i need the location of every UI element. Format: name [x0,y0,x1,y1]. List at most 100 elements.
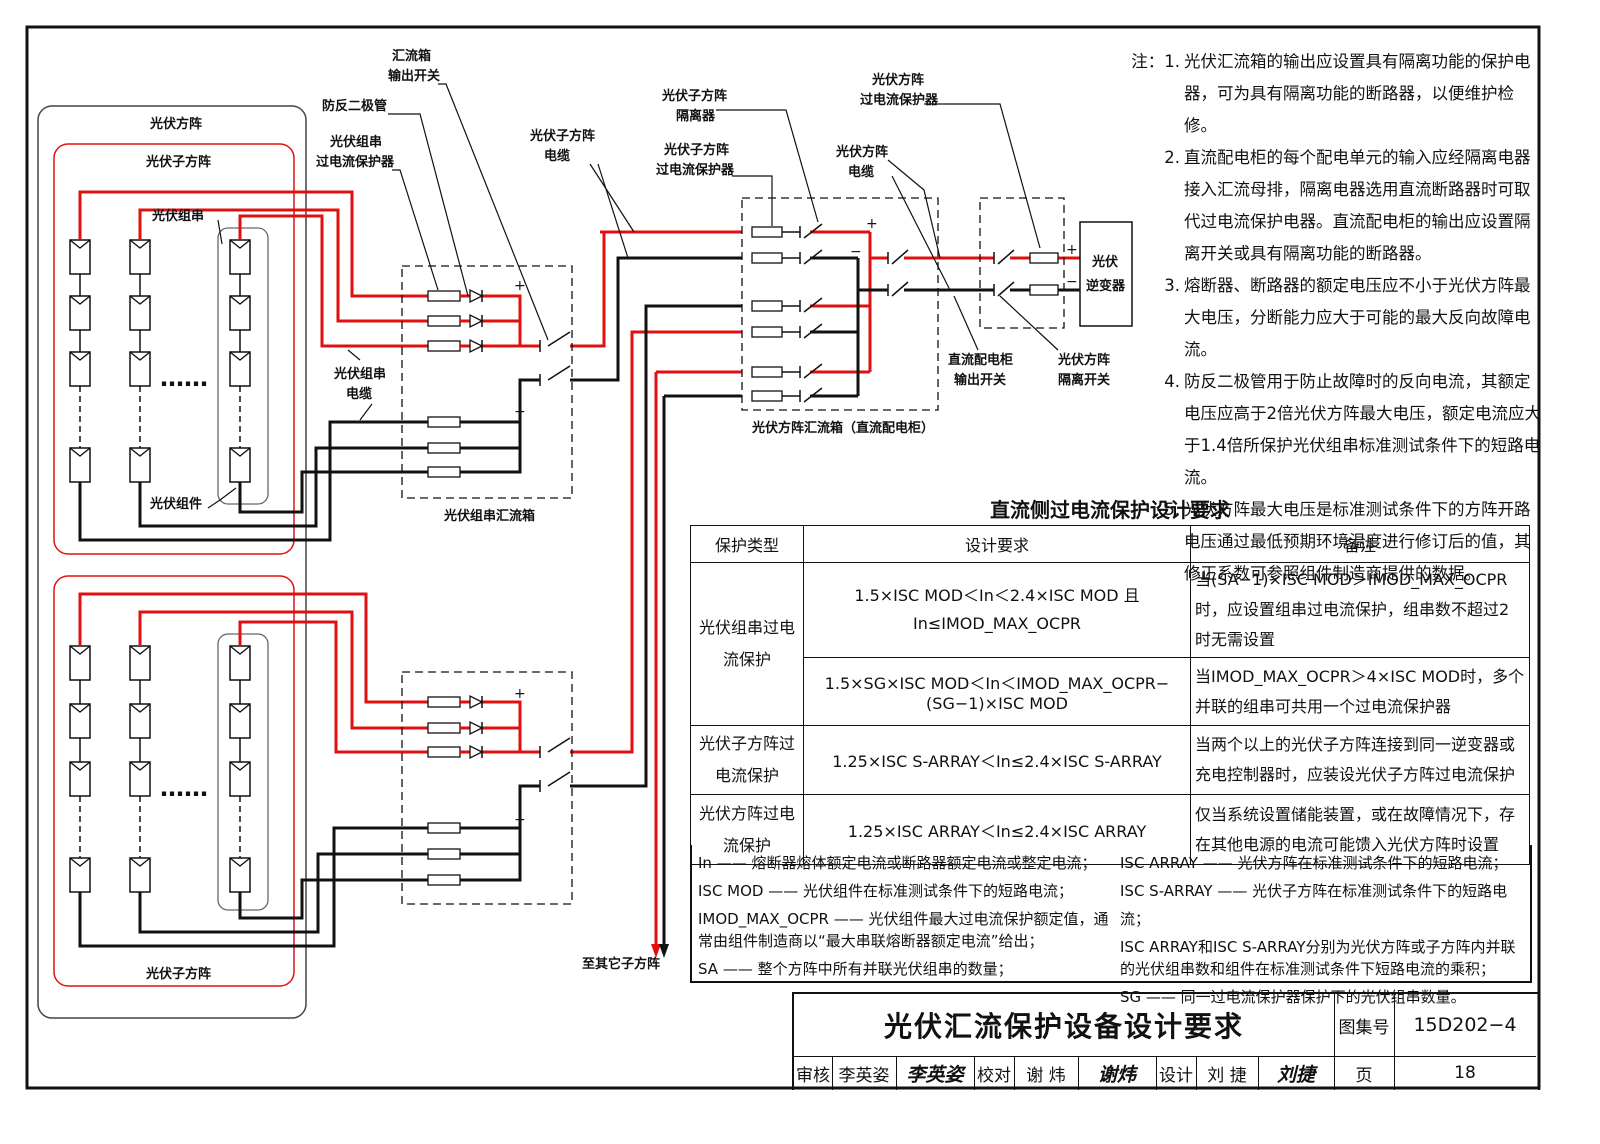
fuse-icon [427,340,461,352]
note-number-text: 2. [1164,148,1180,167]
pv-module-mark [129,239,151,249]
pv-module-icon [229,703,251,739]
pv-module-icon [129,295,151,331]
cell-req-array: 1.25×ISC ARRAY＜In≤2.4×ISC ARRAY [803,794,1191,865]
inverter-label-2: 逆变器 [1086,278,1126,294]
string-combiner-box-label: 光伏组串汇流箱 [443,508,535,524]
fuse-icon [751,252,783,264]
dc-ocp-table: 保护类型 设计要求 备注 光伏组串过电流保护 1.5×ISC MOD＜In＜2.… [690,525,1530,865]
pv-string-highlight-bottom [217,633,269,911]
array-cable-label-2: 电缆 [848,164,874,180]
positive-wiring-bottom [78,330,742,754]
check-label: 校对 [974,1056,1015,1090]
cell-req-subarray: 1.25×ISC S-ARRAY＜In≤2.4×ISC S-ARRAY [803,725,1191,795]
diode-icon [469,744,484,760]
note-number-text: 1. [1164,52,1180,71]
array-combiner-box-label: 光伏方阵汇流箱（直流配电柜） [751,420,934,436]
pv-module-icon [229,351,251,387]
col-protection-type: 保护类型 [690,525,804,563]
pv-subarray-top-label: 光伏子方阵 [145,154,211,170]
pv-module-icon [229,295,251,331]
array-isolating-switch-label-2: 隔离开关 [1058,372,1110,388]
note-item: 注：1.光伏汇流箱的输出应设置具有隔离功能的保护电器，可为具有隔离功能的断路器，… [1125,46,1545,142]
pv-module-mark [129,645,151,655]
pv-module-mark [129,857,151,867]
legend-item: ISC S-ARRAY —— 光伏子方阵在标准测试条件下的短路电流； [1120,882,1508,928]
switch-blade [547,771,571,787]
fuse-icon [751,300,783,312]
string-cable-label-2: 电缆 [346,386,372,402]
pv-subarray-bottom-label: 光伏子方阵 [145,966,211,982]
pv-module-icon [129,857,151,893]
minus-sign-top: − [514,404,526,420]
pv-module-icon [229,239,251,275]
array-combiner-buses [810,230,1080,398]
string-cable-label-1: 光伏组串 [333,366,386,382]
cell-rem-string-1: 当(SA−1)×ISC MOD＞IMOD_MAX_OCPR时，应设置组串过电流保… [1190,562,1530,658]
negative-wiring-top [78,256,742,542]
cell-req-string-2: 1.5×SG×ISC MOD＜In＜IMOD_MAX_OCPR−(SG−1)×I… [803,657,1191,726]
string-combiner-box-bottom [401,671,573,905]
pv-subarray-top-outline [53,143,295,555]
symbol-legend: In —— 熔断器熔体额定电流或断路器额定电流或整定电流； ISC MOD ——… [690,845,1532,1006]
plus-sign-inverter: + [1066,242,1078,258]
string-ocp-label-1: 光伏组串 [329,134,382,150]
note-text: 直流配电柜的每个配电单元的输入应经隔离电器接入汇流母排，隔离电器选用直流断路器时… [1184,148,1531,263]
note-number-text: 5. [1164,500,1180,519]
switch-blade [803,223,823,239]
fuse-icon [751,366,783,378]
pv-module-mark [129,351,151,361]
negative-wiring-bottom [78,304,742,948]
pv-module-icon [69,447,91,483]
page-label: 页 [1334,1056,1395,1090]
atlas-label: 图集号 [1334,994,1395,1057]
pv-module-icon [229,645,251,681]
plus-sign-top: + [514,278,526,294]
note-text: 光伏汇流箱的输出应设置具有隔离功能的保护电器，可为具有隔离功能的断路器，以便维护… [1184,52,1531,135]
fuse-icon [751,390,783,402]
array-isolating-switch-label-1: 光伏方阵 [1057,352,1110,368]
pv-module-mark [69,239,91,249]
diode-icon [469,288,484,304]
plus-sign-array: + [866,216,878,232]
switch-blade [803,387,823,403]
drawing-frame [25,25,1541,1090]
pv-module-mark [69,761,91,771]
pv-module-mark [69,645,91,655]
pv-module-icon [69,761,91,797]
subarray-ocp-label-1: 光伏子方阵 [663,142,729,158]
switch-blade [997,281,1015,297]
fuse-icon [427,746,461,758]
pv-array-label: 光伏方阵 [149,116,202,132]
subarray-ocp-label-2: 过电流保护器 [656,162,735,178]
pv-module-mark [129,295,151,305]
positive-wiring-top [78,190,742,348]
array-ocp-label-2: 过电流保护器 [860,92,939,108]
switch-blade [891,281,909,297]
diode-icon [469,313,484,329]
design-label: 设计 [1156,1056,1197,1090]
note-text: 防反二极管用于防止故障时的反向电流，其额定电压应高于2倍光伏方阵最大电压，额定电… [1184,372,1541,487]
note-item: 4.防反二极管用于防止故障时的反向电流，其额定电压应高于2倍光伏方阵最大电压，额… [1125,366,1545,494]
legend-item: ISC ARRAY —— 光伏方阵在标准测试条件下的短路电流； [1120,854,1508,872]
review-signature: 李英姿 [896,1056,975,1090]
table-row: 光伏方阵过电流保护 1.25×ISC ARRAY＜In≤2.4×ISC ARRA… [690,794,1530,865]
inverter-label-1: 光伏 [1091,254,1118,270]
note-text: 熔断器、断路器的额定电压应不小于光伏方阵最大电压，分断能力应大于可能的最大反向故… [1184,276,1531,359]
pv-module-mark [229,703,251,713]
pv-module-icon [69,239,91,275]
design-name: 刘 捷 [1196,1056,1259,1090]
cell-rem-subarray: 当两个以上的光伏子方阵连接到同一逆变器或充电控制器时，应装设光伏子方阵过电流保护 [1190,725,1530,795]
pv-module-icon [129,351,151,387]
fuse-icon [751,326,783,338]
fuse-icon [427,290,461,302]
pv-module-icon [129,645,151,681]
switch-blade [803,323,823,339]
fuse-icon [427,696,461,708]
note-number-text: 4. [1164,372,1180,391]
pv-module-mark [129,703,151,713]
pv-array-outline [37,105,307,1019]
pv-module-icon [69,351,91,387]
pv-module-columns [69,239,251,893]
plus-sign-bottom: + [514,686,526,702]
